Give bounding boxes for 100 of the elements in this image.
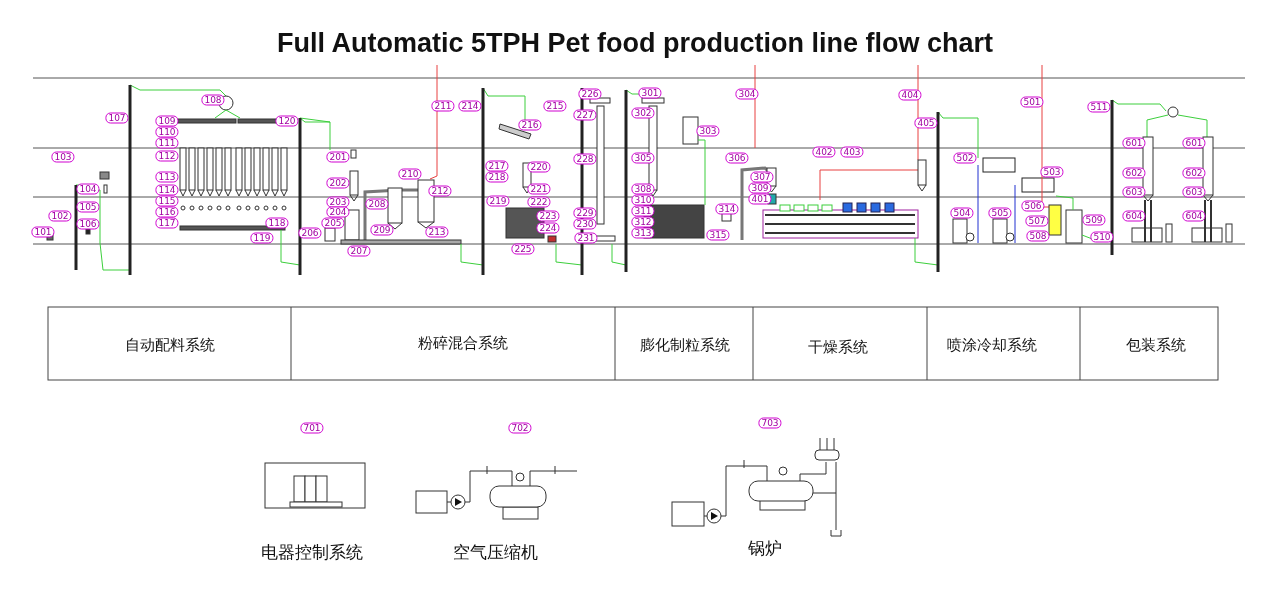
- callout-number: 222: [527, 196, 551, 208]
- callout-number: 311: [631, 205, 655, 217]
- callout-number: 103: [51, 151, 75, 163]
- system-name: 喷涂冷却系统: [947, 335, 1037, 355]
- callout-number: 203: [326, 196, 350, 208]
- callout-number: 227: [573, 109, 597, 121]
- equipment-caption: 空气压缩机: [452, 540, 538, 564]
- callout-number: 315: [706, 229, 730, 241]
- callout-number: 308: [631, 183, 655, 195]
- callout-number: 402: [812, 146, 836, 158]
- callout-number: 106: [76, 218, 100, 230]
- callout-number: 112: [155, 150, 179, 162]
- callout-number: 219: [486, 195, 510, 207]
- callout-number: 511: [1087, 101, 1111, 113]
- callout-number: 231: [574, 232, 598, 244]
- callout-number: 501: [1020, 96, 1044, 108]
- callout-number: 403: [840, 146, 864, 158]
- callout-number: 211: [431, 100, 455, 112]
- chart-title: Full Automatic 5TPH Pet food production line flow chart: [277, 27, 993, 59]
- equipment-caption: 锅炉: [748, 536, 782, 560]
- callout-number: 701: [300, 422, 324, 434]
- callout-number: 603: [1182, 186, 1206, 198]
- callout-number: 107: [105, 112, 129, 124]
- callout-number: 228: [573, 153, 597, 165]
- callout-number: 702: [508, 422, 532, 434]
- callout-number: 101: [31, 226, 55, 238]
- callout-number: 223: [536, 210, 560, 222]
- callout-number: 510: [1090, 231, 1114, 243]
- callout-number: 304: [735, 88, 759, 100]
- callout-number: 214: [458, 100, 482, 112]
- callout-number: 312: [631, 216, 655, 228]
- callout-number: 217: [485, 160, 509, 172]
- callout-number: 505: [988, 207, 1012, 219]
- callout-number: 120: [275, 115, 299, 127]
- callout-number: 509: [1082, 214, 1106, 226]
- callout-number: 220: [527, 161, 551, 173]
- callout-number: 108: [201, 94, 225, 106]
- callout-number: 116: [155, 206, 179, 218]
- callout-number: 210: [398, 168, 422, 180]
- callout-number: 309: [748, 182, 772, 194]
- callout-number: 117: [155, 217, 179, 229]
- callout-number: 206: [298, 227, 322, 239]
- callout-number: 111: [155, 137, 179, 149]
- callout-number: 115: [155, 195, 179, 207]
- callout-number: 118: [265, 217, 289, 229]
- callout-number: 215: [543, 100, 567, 112]
- callout-number: 212: [428, 185, 452, 197]
- callout-number: 603: [1122, 186, 1146, 198]
- callout-number: 401: [748, 193, 772, 205]
- callout-number: 102: [48, 210, 72, 222]
- callout-number: 503: [1040, 166, 1064, 178]
- callout-number: 225: [511, 243, 535, 255]
- callout-number: 405: [914, 117, 938, 129]
- callout-number: 208: [365, 198, 389, 210]
- callout-number: 703: [758, 417, 782, 429]
- callout-number: 113: [155, 171, 179, 183]
- callout-number: 114: [155, 184, 179, 196]
- callout-number: 508: [1026, 230, 1050, 242]
- callout-number: 303: [696, 125, 720, 137]
- callout-number: 504: [950, 207, 974, 219]
- callout-number: 226: [578, 88, 602, 100]
- callout-number: 313: [631, 227, 655, 239]
- callout-number: 201: [326, 151, 350, 163]
- system-name: 粉碎混合系统: [418, 333, 508, 353]
- callout-number: 221: [527, 183, 551, 195]
- callout-number: 306: [725, 152, 749, 164]
- callout-number: 602: [1182, 167, 1206, 179]
- callout-number: 307: [750, 171, 774, 183]
- callout-number: 216: [518, 119, 542, 131]
- equipment-caption: 电器控制系统: [261, 540, 363, 564]
- callout-number: 314: [715, 203, 739, 215]
- callout-number: 502: [953, 152, 977, 164]
- callout-number: 218: [485, 171, 509, 183]
- callout-number: 224: [536, 222, 560, 234]
- callout-number: 207: [347, 245, 371, 257]
- system-name: 自动配料系统: [125, 335, 215, 355]
- callout-number: 209: [370, 224, 394, 236]
- callout-number: 229: [573, 207, 597, 219]
- callout-number: 302: [631, 107, 655, 119]
- callout-number: 506: [1021, 200, 1045, 212]
- system-name: 包装系统: [1126, 335, 1186, 355]
- callout-number: 105: [76, 201, 100, 213]
- callout-number: 104: [76, 183, 100, 195]
- callout-number: 213: [425, 226, 449, 238]
- callout-number: 310: [631, 194, 655, 206]
- callout-number: 301: [638, 87, 662, 99]
- callout-number: 604: [1122, 210, 1146, 222]
- callout-number: 119: [250, 232, 274, 244]
- callout-number: 202: [326, 177, 350, 189]
- callout-number: 604: [1182, 210, 1206, 222]
- system-name: 干燥系统: [808, 337, 868, 357]
- callout-number: 109: [155, 115, 179, 127]
- callout-number: 305: [631, 152, 655, 164]
- system-name: 膨化制粒系统: [640, 335, 730, 355]
- callout-number: 602: [1122, 167, 1146, 179]
- callout-number: 601: [1122, 137, 1146, 149]
- callout-number: 404: [898, 89, 922, 101]
- callout-number: 110: [155, 126, 179, 138]
- callout-number: 601: [1182, 137, 1206, 149]
- callout-number: 507: [1025, 215, 1049, 227]
